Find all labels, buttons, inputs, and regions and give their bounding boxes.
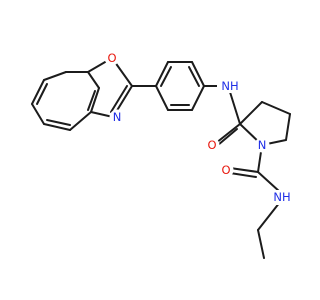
bond bbox=[217, 128, 238, 146]
amide-nh-label: NH bbox=[221, 79, 238, 93]
bond bbox=[191, 61, 205, 87]
nitrogen-atom: N bbox=[254, 137, 270, 153]
bond bbox=[69, 111, 92, 131]
bond bbox=[257, 171, 281, 193]
bond bbox=[43, 71, 67, 81]
oxygen-atom: O bbox=[218, 162, 234, 178]
amide-nh-group: NH bbox=[217, 78, 243, 93]
bond bbox=[46, 119, 71, 126]
oxygen-atom: O bbox=[204, 137, 220, 153]
bond bbox=[31, 103, 45, 125]
bond bbox=[90, 87, 100, 113]
bond bbox=[257, 229, 265, 259]
urea-nh-label: NH bbox=[273, 190, 290, 204]
amide-oxygen-label: O bbox=[207, 138, 216, 152]
pyrrolidine-nitrogen-label: N bbox=[258, 138, 267, 152]
bond bbox=[90, 111, 114, 118]
bond bbox=[229, 91, 241, 125]
bond bbox=[215, 123, 241, 144]
bond bbox=[191, 85, 205, 111]
bond bbox=[261, 101, 291, 115]
bond bbox=[43, 123, 71, 131]
nitrogen-atom: N bbox=[109, 109, 125, 125]
bond bbox=[239, 101, 263, 125]
bond bbox=[155, 85, 169, 111]
bond bbox=[110, 85, 128, 113]
bond bbox=[31, 79, 45, 105]
molecule-structure-diagram: O N NH O N O NH bbox=[31, 50, 295, 259]
bonds bbox=[31, 57, 291, 259]
bond bbox=[229, 167, 259, 173]
atom-labels: O N NH O N O NH bbox=[104, 50, 295, 205]
bond bbox=[160, 66, 172, 87]
bond bbox=[36, 83, 48, 105]
benzoxazole-oxygen-label: O bbox=[107, 51, 116, 65]
oxygen-atom: O bbox=[104, 50, 120, 66]
bond bbox=[188, 66, 200, 87]
bond bbox=[229, 172, 257, 178]
bond bbox=[285, 113, 291, 141]
bond bbox=[257, 201, 281, 231]
bond bbox=[155, 61, 169, 87]
benzoxazole-nitrogen-label: N bbox=[113, 110, 122, 124]
bond bbox=[87, 71, 100, 89]
urea-oxygen-label: O bbox=[221, 163, 230, 177]
urea-nh-group: NH bbox=[269, 190, 295, 205]
bond bbox=[87, 90, 96, 111]
